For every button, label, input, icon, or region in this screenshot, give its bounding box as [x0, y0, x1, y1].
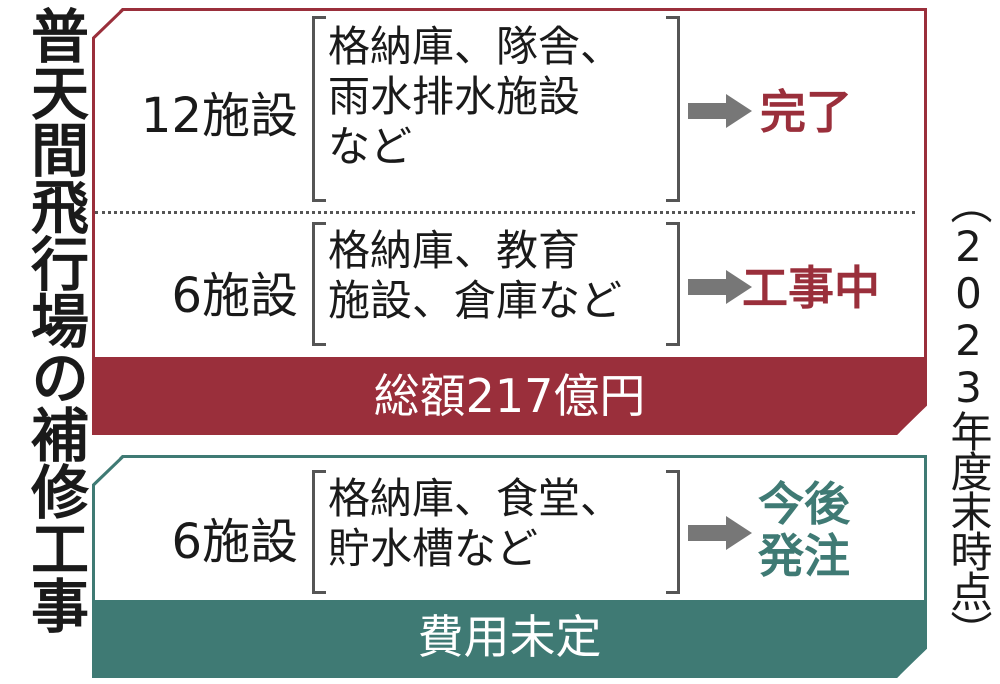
right-arrow-icon: [688, 516, 752, 550]
row1-status: 完了: [760, 85, 852, 139]
date-note: （2023年度末時点）: [944, 182, 993, 650]
row1-bracket: [312, 16, 680, 202]
row1-desc-line: 雨水排水施設: [328, 72, 581, 121]
row1-desc-line: 格納庫、隊舎、: [328, 22, 623, 71]
row3-count: 6施設: [171, 514, 298, 570]
row-divider: [95, 211, 915, 214]
row3-desc: 格納庫、食堂、 貯水槽など: [328, 474, 622, 574]
row2-desc: 格納庫、教育 施設、倉庫など: [328, 226, 622, 326]
row3-bracket: [312, 470, 680, 594]
row3-status: 今後 発注: [758, 478, 850, 582]
row3-status-line: 発注: [758, 529, 850, 583]
row1-desc-line: など: [328, 122, 413, 171]
row2-bracket: [312, 222, 680, 346]
row3-desc-line: 格納庫、食堂、: [328, 474, 623, 523]
row1-desc: 格納庫、隊舎、 雨水排水施設 など: [328, 22, 622, 172]
row3-status-line: 今後: [758, 477, 850, 531]
row2-status: 工事中: [742, 261, 880, 315]
right-arrow-icon: [688, 270, 752, 304]
row1-count: 12施設: [140, 88, 298, 144]
right-arrow-icon: [688, 94, 752, 128]
total-cost-band: 総額217億円: [92, 357, 927, 435]
row3-desc-line: 貯水槽など: [328, 524, 539, 573]
row2-desc-line: 施設、倉庫など: [328, 276, 623, 325]
cost-undecided-band: 費用未定: [92, 600, 927, 678]
row2-count: 6施設: [171, 268, 298, 324]
diagram-title: 普天間飛行場の補修工事: [21, 6, 89, 633]
row2-desc-line: 格納庫、教育: [328, 226, 581, 275]
